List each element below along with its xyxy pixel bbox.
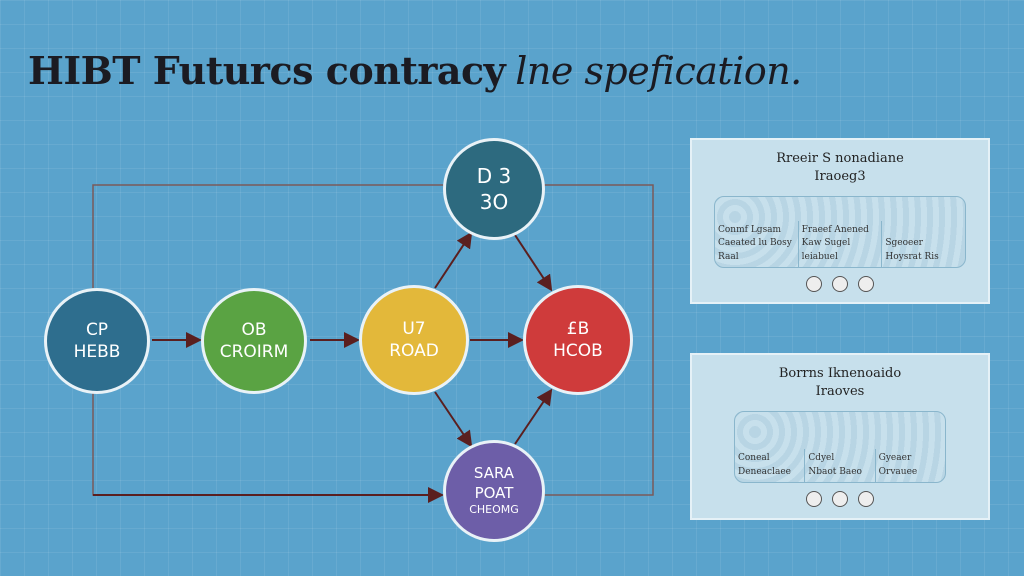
arrow-u7-d3 — [434, 231, 473, 289]
circle-icon — [832, 491, 848, 508]
circle-icon — [858, 491, 874, 508]
arrow-sara-lb — [514, 388, 553, 445]
circle-icon — [806, 276, 822, 293]
arrow-d3-lb — [514, 234, 553, 292]
arrow-u7-sara — [434, 391, 473, 448]
link-icon — [832, 276, 848, 293]
circle-icon — [806, 491, 822, 508]
circle-icon — [858, 276, 874, 293]
